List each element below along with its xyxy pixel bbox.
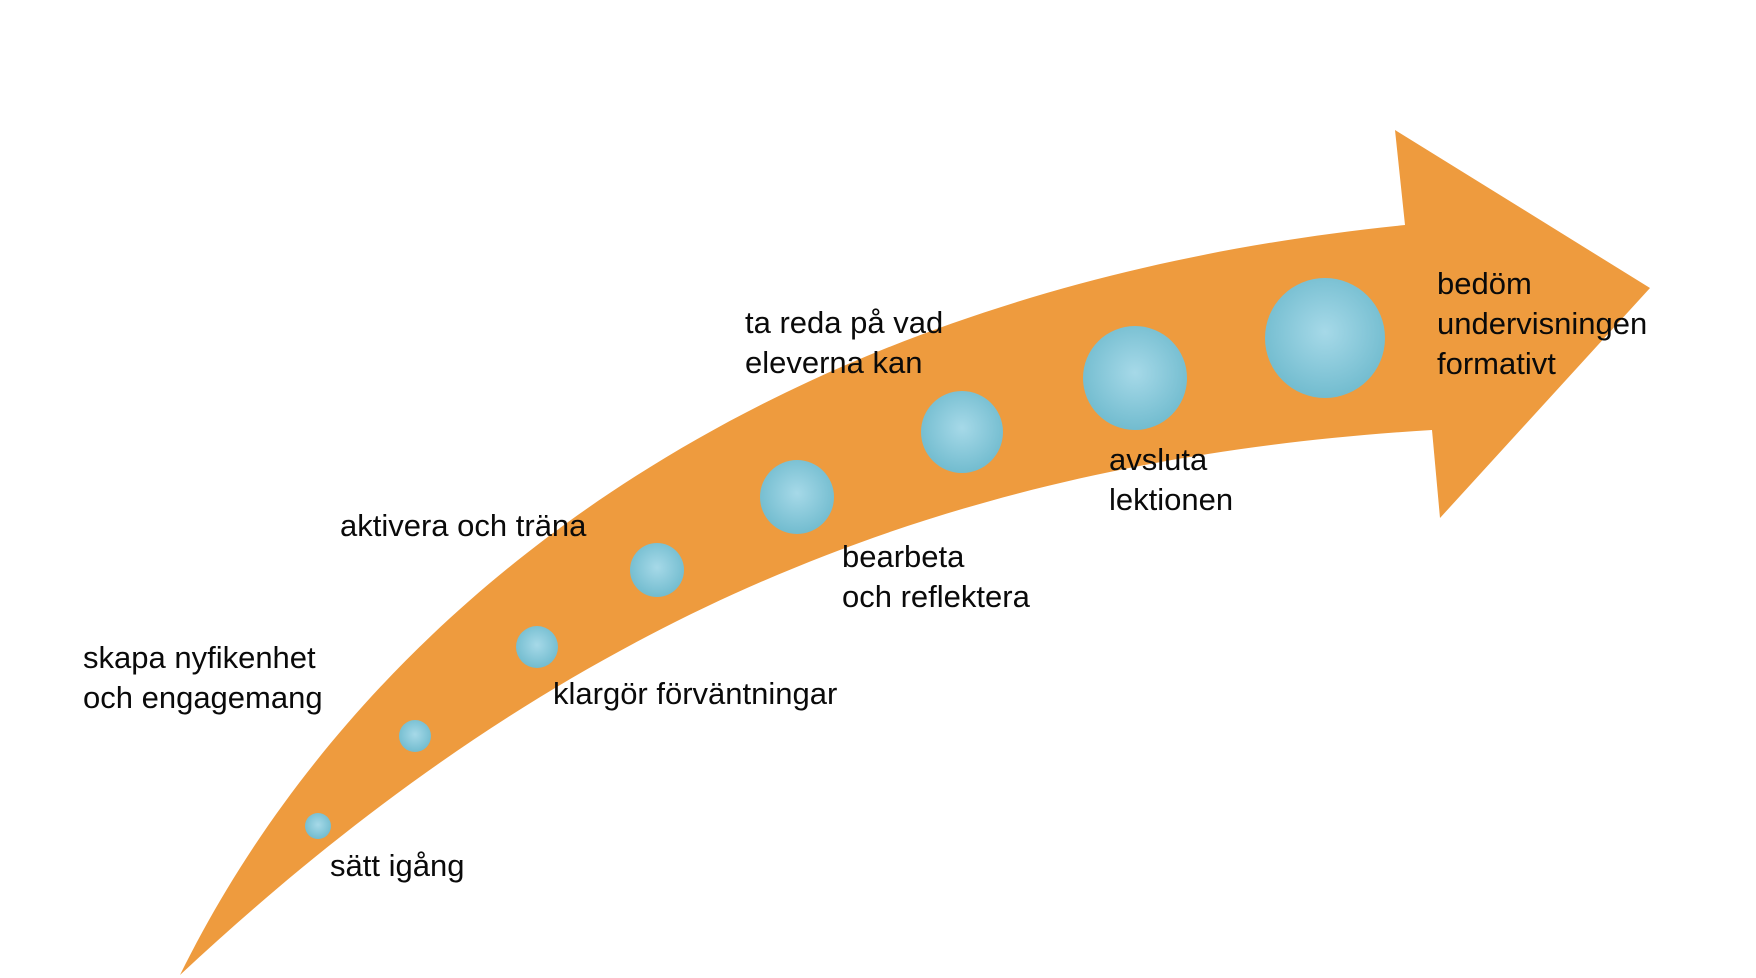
step-label-1: sätt igång (330, 848, 465, 883)
step-label-4: aktivera och träna (340, 508, 587, 543)
step-bubble-4 (630, 543, 684, 597)
step-label-5: bearbeta och reflektera (842, 539, 1030, 614)
step-bubble-8 (1265, 278, 1385, 398)
step-bubble-7 (1083, 326, 1187, 430)
step-label-6: ta reda på vad eleverna kan (745, 305, 944, 380)
step-bubble-2 (399, 720, 431, 752)
step-bubble-6 (921, 391, 1003, 473)
step-bubble-3 (516, 626, 558, 668)
step-bubble-1 (305, 813, 331, 839)
step-bubble-5 (760, 460, 834, 534)
step-label-7: avsluta lektionen (1109, 442, 1234, 517)
step-label-2: skapa nyfikenhet och engagemang (83, 640, 323, 715)
step-bubbles (305, 278, 1385, 839)
step-label-8: bedöm undervisningen formativt (1437, 266, 1648, 381)
step-label-3: klargör förväntningar (553, 676, 838, 711)
